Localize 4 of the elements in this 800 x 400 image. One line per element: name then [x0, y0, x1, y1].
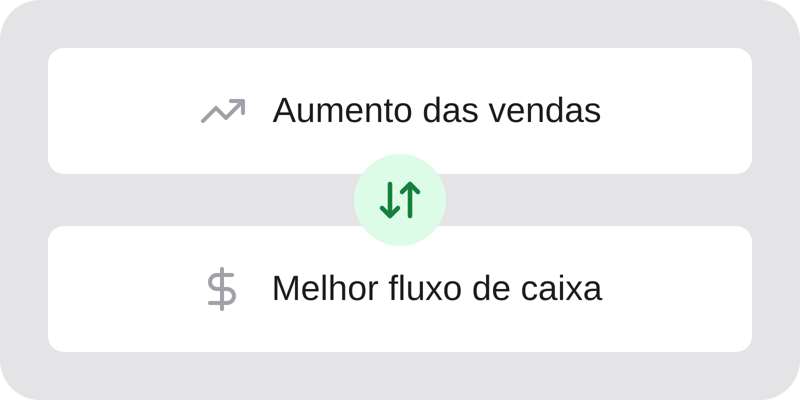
benefit-card [48, 226, 752, 352]
benefit-label: Melhor fluxo de caixa [272, 268, 602, 310]
benefit-card [48, 48, 752, 174]
benefit-label: Aumento das vendas [272, 90, 602, 132]
